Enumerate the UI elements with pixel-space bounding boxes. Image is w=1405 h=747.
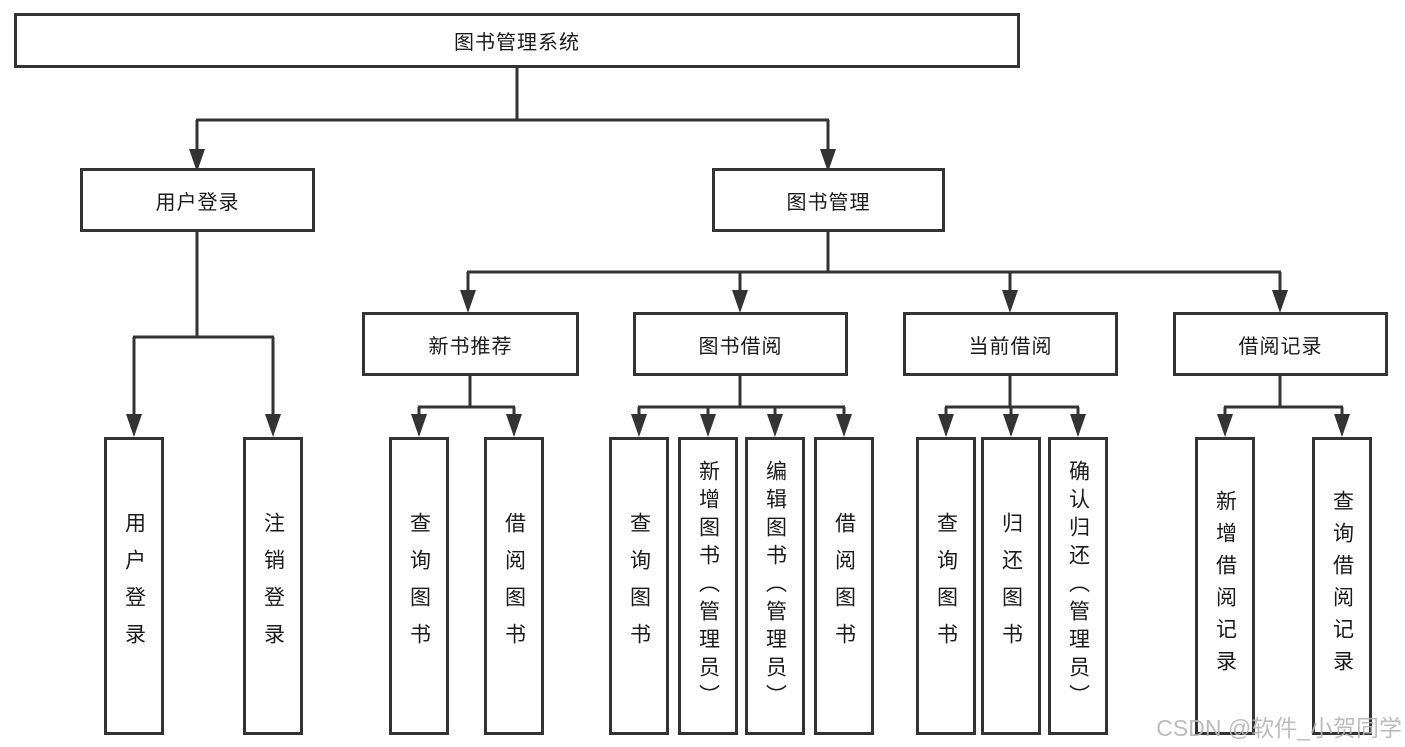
leaf-borrow-books-borrowing: 借阅图书: [814, 437, 874, 735]
leaf-query-books-current: 查询图书: [916, 437, 976, 735]
leaf-query-books-recommend: 查询图书: [389, 437, 449, 735]
node-borrowing-records-label: 借阅记录: [1238, 335, 1323, 358]
node-book-borrowing: 图书借阅: [633, 312, 848, 376]
node-current-borrowing-label: 当前借阅: [968, 335, 1053, 358]
leaf-return-books: 归还图书: [981, 437, 1041, 735]
leaf-logout: 注销登录: [243, 437, 303, 735]
leaf-query-books-current-label: 查询图书: [934, 512, 958, 660]
leaf-query-borrow-record: 查询借阅记录: [1312, 437, 1372, 735]
leaf-query-borrow-record-label: 查询借阅记录: [1330, 490, 1354, 682]
leaf-add-books-admin-label: 新增图书（管理员）: [696, 460, 720, 712]
leaf-add-borrow-record-label: 新增借阅记录: [1213, 490, 1237, 682]
node-root-label: 图书管理系统: [454, 32, 580, 54]
node-borrowing-records: 借阅记录: [1173, 312, 1388, 376]
leaf-user-login-label: 用户登录: [122, 512, 146, 660]
leaf-query-books-borrowing: 查询图书: [609, 437, 669, 735]
node-book-management: 图书管理: [712, 168, 945, 232]
csdn-watermark: CSDN @软件_小贺同学: [1156, 715, 1402, 741]
node-user-login: 用户登录: [80, 168, 315, 232]
node-current-borrowing: 当前借阅: [903, 312, 1118, 376]
node-root: 图书管理系统: [14, 13, 1020, 68]
leaf-borrow-books-recommend: 借阅图书: [484, 437, 544, 735]
node-new-book-recommendation: 新书推荐: [362, 312, 579, 376]
leaf-logout-label: 注销登录: [261, 512, 285, 660]
leaf-edit-books-admin: 编辑图书（管理员）: [745, 437, 805, 735]
leaf-borrow-books-recommend-label: 借阅图书: [502, 512, 526, 660]
leaf-confirm-return-admin: 确认归还（管理员）: [1048, 437, 1108, 735]
leaf-confirm-return-admin-label: 确认归还（管理员）: [1066, 460, 1090, 712]
leaf-edit-books-admin-label: 编辑图书（管理员）: [763, 460, 787, 712]
leaf-add-books-admin: 新增图书（管理员）: [678, 437, 738, 735]
leaf-query-books-recommend-label: 查询图书: [407, 512, 431, 660]
leaf-return-books-label: 归还图书: [999, 512, 1023, 660]
leaf-add-borrow-record: 新增借阅记录: [1195, 437, 1255, 735]
node-user-login-label: 用户登录: [155, 191, 240, 214]
leaf-borrow-books-borrowing-label: 借阅图书: [832, 512, 856, 660]
node-book-borrowing-label: 图书借阅: [698, 335, 783, 358]
node-book-management-label: 图书管理: [786, 191, 871, 214]
node-new-book-recommendation-label: 新书推荐: [428, 335, 513, 358]
leaf-query-books-borrowing-label: 查询图书: [627, 512, 651, 660]
leaf-user-login: 用户登录: [104, 437, 164, 735]
